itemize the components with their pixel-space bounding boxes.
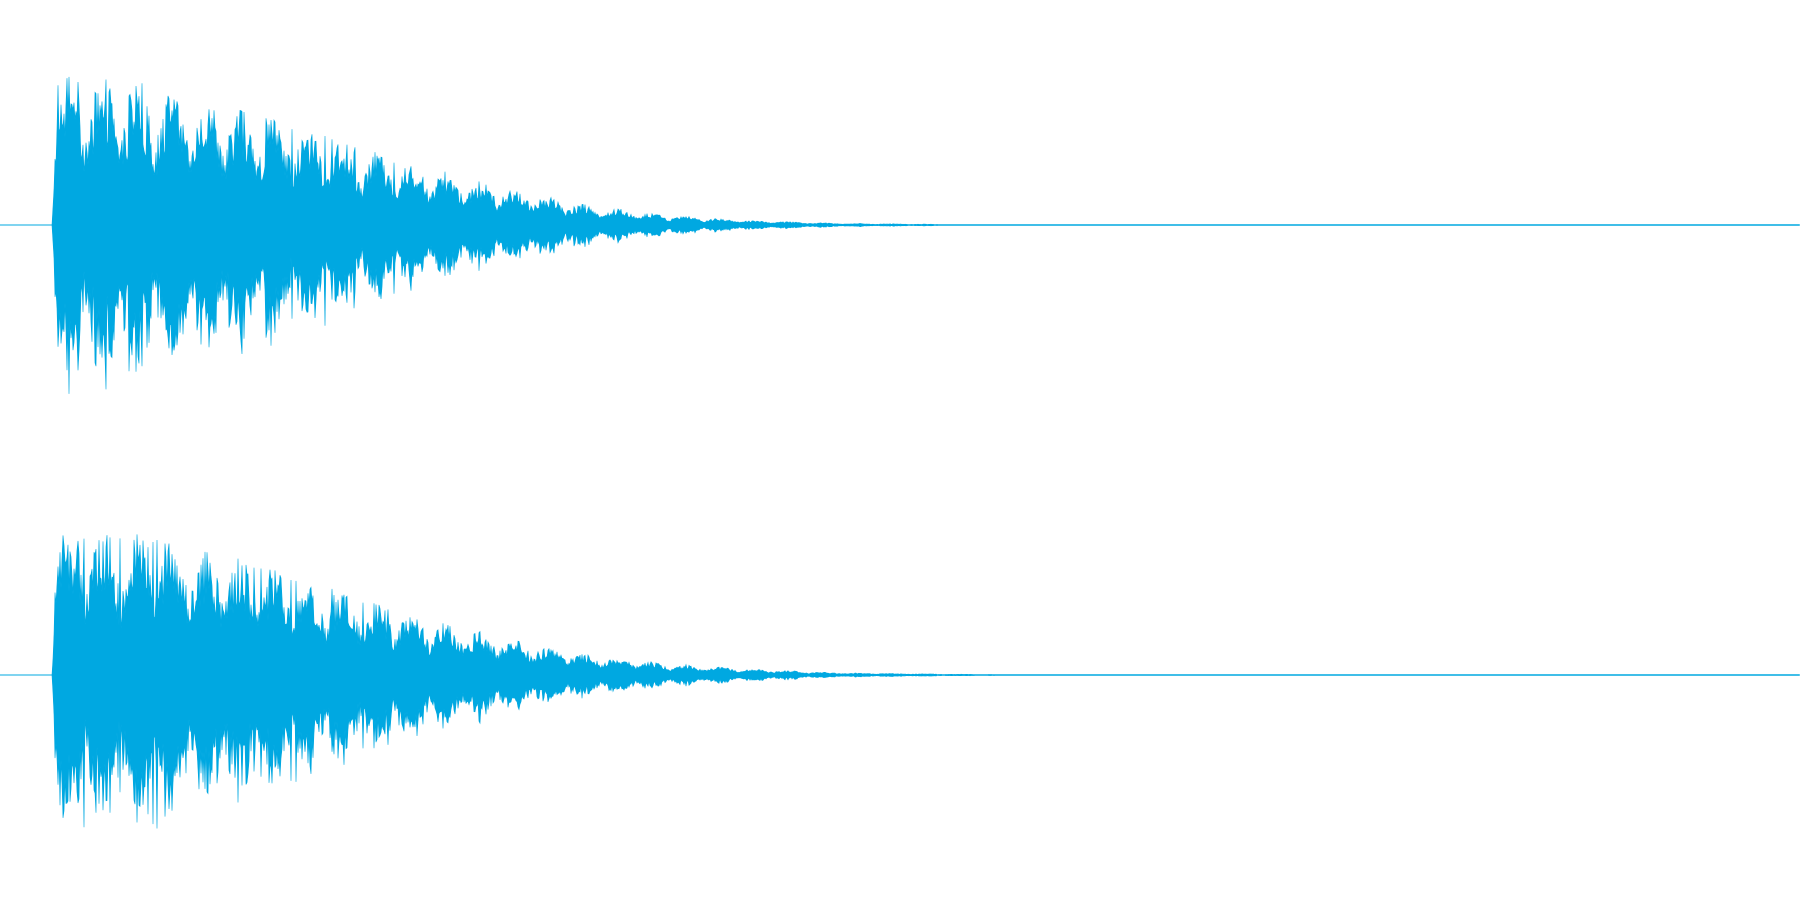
channel-1-waveform-path xyxy=(51,76,1800,394)
waveform-channel-1[interactable] xyxy=(0,0,1800,450)
waveform-channel-2[interactable] xyxy=(0,450,1800,900)
waveform-channel-1-graphic xyxy=(0,76,1800,394)
waveform-channel-2-graphic xyxy=(0,534,1800,829)
channel-2-waveform-path xyxy=(51,534,1800,829)
